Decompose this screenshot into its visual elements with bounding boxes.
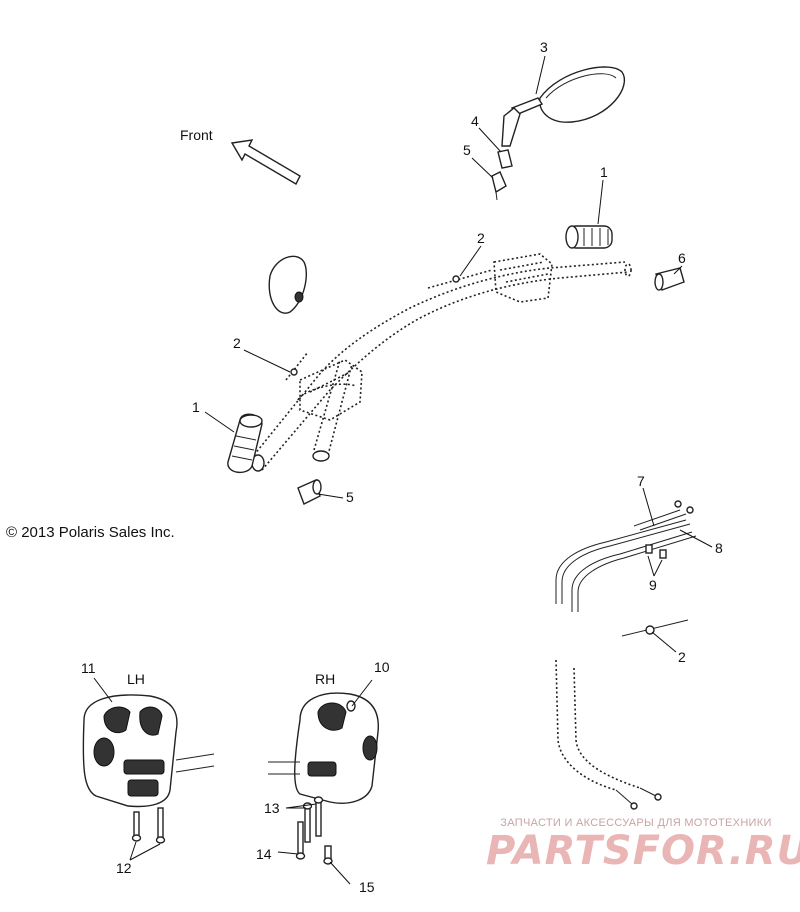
front-label: Front: [180, 127, 213, 143]
right-bar-end: [654, 267, 685, 291]
watermark-tagline: ЗАПЧАСТИ И АКСЕССУАРЫ ДЛЯ МОТОТЕХНИКИ: [500, 817, 772, 829]
callout-13: 13: [264, 800, 280, 816]
callout-3: 3: [540, 39, 548, 55]
cable-clip-left: [285, 351, 309, 381]
callout-2-left: 2: [233, 335, 241, 351]
copyright-notice: © 2013 Polaris Sales Inc.: [6, 524, 175, 541]
callout-2-throttle: 2: [477, 230, 485, 246]
handlebar: [251, 261, 632, 472]
left-clamp: [297, 359, 363, 421]
cable-assembly: [555, 500, 697, 810]
callout-1-left-grip: 1: [192, 399, 200, 415]
callout-15: 15: [359, 879, 375, 895]
watermark: ЗАПЧАСТИ И АКСЕССУАРЫ ДЛЯ МОТОТЕХНИКИ PA…: [486, 817, 800, 874]
left-switch-housing: [82, 694, 215, 808]
callout-9: 9: [649, 577, 657, 593]
right-switch-housing: [268, 692, 379, 804]
side-label-rh: RH: [315, 671, 335, 687]
side-label-lh: LH: [127, 671, 145, 687]
callout-11: 11: [81, 660, 96, 676]
cable-adjuster: [621, 619, 689, 637]
leader-lines: [93, 55, 713, 885]
callout-14: 14: [256, 846, 272, 862]
callout-12: 12: [116, 860, 132, 876]
screws-rh: [295, 796, 333, 865]
callout-5-top: 5: [463, 142, 471, 158]
callout-4: 4: [471, 113, 479, 129]
watermark-brand: PARTSFOR.RU: [486, 828, 800, 874]
left-bar-end: [297, 479, 322, 505]
callout-10: 10: [374, 659, 390, 675]
callout-6: 6: [678, 250, 686, 266]
callout-5-bottom: 5: [346, 489, 354, 505]
callout-1-right-grip: 1: [600, 164, 608, 180]
throttle-housing: [493, 253, 553, 303]
mirror-nut: [497, 149, 513, 169]
mirror-adapter: [491, 171, 507, 201]
callout-8: 8: [715, 540, 723, 556]
right-grip: [565, 225, 613, 249]
left-grip: [227, 413, 263, 473]
throttle-cable: [427, 269, 493, 289]
mirror: [501, 66, 625, 147]
callout-2-cable: 2: [678, 649, 686, 665]
callout-7: 7: [637, 473, 645, 489]
screws-lh: [131, 807, 166, 844]
left-mirror: [268, 255, 308, 314]
front-arrow-icon: [230, 139, 301, 185]
